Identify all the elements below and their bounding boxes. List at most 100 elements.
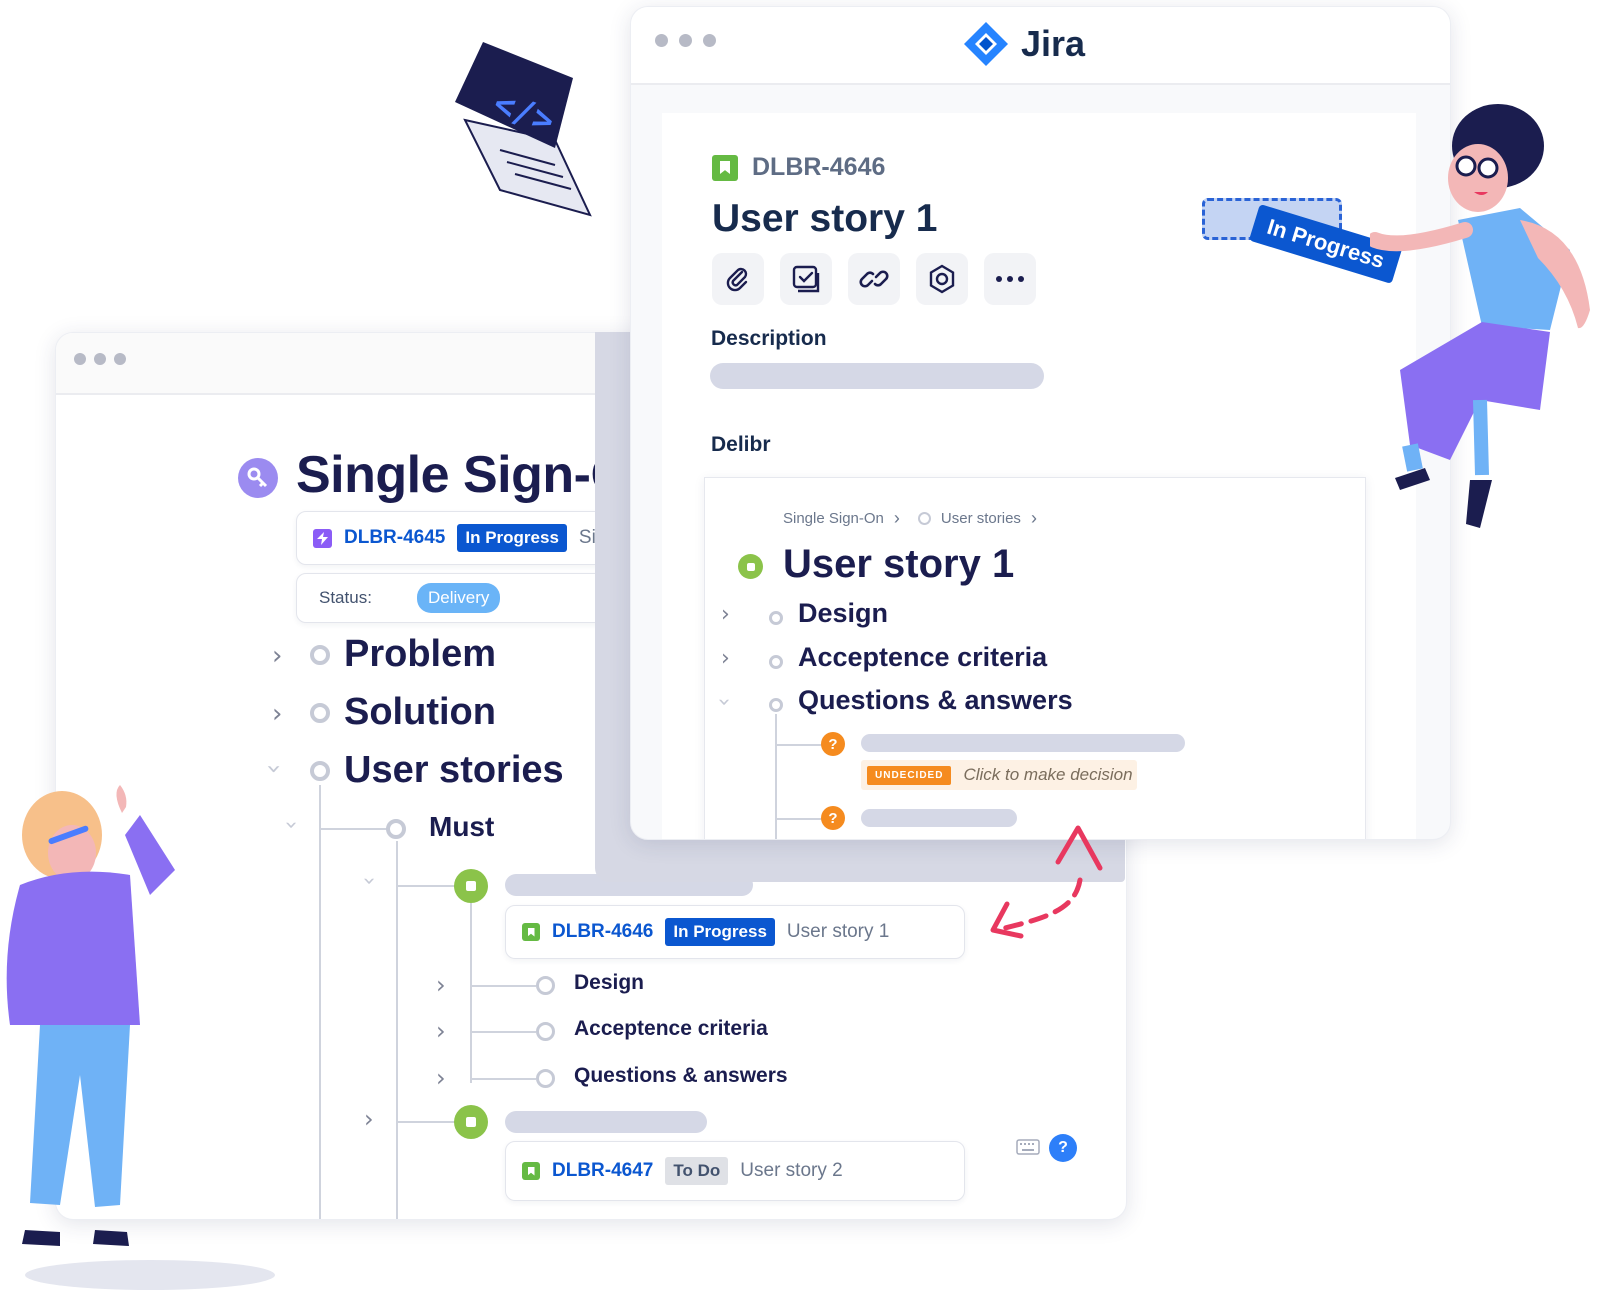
chevron-down-icon[interactable]: › bbox=[711, 697, 737, 707]
link-issue-button[interactable] bbox=[848, 253, 900, 305]
breadcrumb-item[interactable]: User stories bbox=[940, 510, 1021, 527]
child-node-icon bbox=[536, 1022, 555, 1041]
chevron-right-icon[interactable]: › bbox=[436, 1064, 446, 1092]
embed-item-acceptance[interactable]: Acceptence criteria bbox=[798, 642, 1048, 672]
child-node-icon bbox=[536, 976, 555, 995]
section-node-icon bbox=[310, 703, 330, 723]
tree-connector bbox=[396, 885, 458, 887]
chevron-down-icon[interactable]: › bbox=[278, 820, 304, 830]
chevron-right-icon[interactable]: › bbox=[272, 699, 283, 729]
child-acceptance-criteria[interactable]: Acceptence criteria bbox=[574, 1017, 768, 1040]
tree-connector bbox=[470, 1078, 536, 1080]
delibr-embed: Single Sign-On › User stories › User sto… bbox=[704, 477, 1366, 839]
chevron-right-icon[interactable]: › bbox=[272, 641, 283, 671]
story-card[interactable]: DLBR-4646 In Progress User story 1 bbox=[505, 905, 965, 959]
story-node-icon bbox=[454, 1105, 488, 1139]
more-button[interactable] bbox=[984, 253, 1036, 305]
tree-connector bbox=[775, 714, 777, 839]
chevron-right-icon[interactable]: › bbox=[721, 602, 730, 627]
story-key[interactable]: DLBR-4647 bbox=[552, 1160, 654, 1181]
delibr-heading: Delibr bbox=[711, 433, 771, 456]
story-summary: User story 2 bbox=[740, 1160, 843, 1181]
window-titlebar: Jira bbox=[631, 7, 1450, 85]
person-illustration-right bbox=[1370, 104, 1590, 528]
section-solution[interactable]: Solution bbox=[344, 691, 496, 733]
embed-item-questions[interactable]: Questions & answers bbox=[798, 685, 1073, 715]
tree-connector bbox=[470, 1031, 536, 1033]
settings-button[interactable] bbox=[916, 253, 968, 305]
decision-row[interactable]: UNDECIDED Click to make decision bbox=[861, 760, 1137, 790]
keyboard-icon[interactable] bbox=[1016, 1139, 1040, 1155]
chevron-right-icon: › bbox=[893, 508, 900, 528]
chevron-right-icon[interactable]: › bbox=[364, 1105, 374, 1133]
child-design[interactable]: Design bbox=[574, 971, 645, 994]
issue-key[interactable]: DLBR-4646 bbox=[752, 153, 886, 181]
laptop-illustration: </> bbox=[455, 42, 592, 217]
tree-connector bbox=[470, 985, 536, 987]
child-node-icon bbox=[536, 1069, 555, 1088]
status-value-badge[interactable]: Delivery bbox=[417, 583, 501, 613]
chevron-right-icon: › bbox=[1030, 508, 1037, 528]
description-field[interactable] bbox=[710, 363, 1044, 389]
window-dot bbox=[94, 353, 106, 365]
tree-connector bbox=[319, 828, 389, 830]
story-card[interactable]: DLBR-4647 To Do User story 2 bbox=[505, 1141, 965, 1201]
decision-prompt[interactable]: Click to make decision bbox=[963, 765, 1133, 784]
undecided-badge: UNDECIDED bbox=[867, 765, 952, 785]
epic-key[interactable]: DLBR-4645 bbox=[344, 527, 446, 548]
section-node-icon bbox=[310, 645, 330, 665]
breadcrumb: Single Sign-On › User stories › bbox=[783, 508, 1037, 529]
person-illustration-left bbox=[6, 785, 275, 1290]
item-node-icon bbox=[769, 611, 783, 625]
paperclip-icon bbox=[726, 267, 748, 292]
description-heading: Description bbox=[711, 327, 827, 350]
embed-item-design[interactable]: Design bbox=[798, 598, 889, 628]
story-node-icon bbox=[738, 554, 763, 579]
tree-connector bbox=[775, 818, 823, 820]
key-icon bbox=[238, 458, 278, 498]
attach-button[interactable] bbox=[712, 253, 764, 305]
chevron-down-icon[interactable]: › bbox=[356, 876, 382, 886]
chevron-right-icon[interactable]: › bbox=[721, 646, 730, 671]
tree-connector bbox=[396, 841, 398, 1219]
epic-status-badge: In Progress bbox=[457, 524, 567, 552]
story-bookmark-icon bbox=[522, 1162, 540, 1180]
breadcrumb-item[interactable]: Single Sign-On bbox=[783, 510, 884, 527]
link-icon bbox=[859, 270, 889, 288]
window-dot bbox=[114, 353, 126, 365]
help-icon[interactable]: ? bbox=[1049, 1134, 1077, 1162]
window-dot bbox=[655, 34, 668, 47]
story-bookmark-icon bbox=[712, 154, 738, 181]
priority-node-icon bbox=[386, 819, 406, 839]
story-node-icon bbox=[454, 869, 488, 903]
priority-must[interactable]: Must bbox=[429, 811, 495, 842]
section-node-icon bbox=[310, 761, 330, 781]
embed-title[interactable]: User story 1 bbox=[783, 542, 1015, 586]
jira-diamond-icon bbox=[964, 22, 1008, 66]
story-key[interactable]: DLBR-4646 bbox=[552, 921, 654, 942]
breadcrumb-node-icon bbox=[917, 512, 931, 525]
item-node-icon bbox=[769, 698, 783, 712]
chevron-right-icon[interactable]: › bbox=[436, 1017, 446, 1045]
section-problem[interactable]: Problem bbox=[344, 633, 497, 675]
child-questions-answers[interactable]: Questions & answers bbox=[574, 1064, 788, 1087]
placeholder-bar bbox=[505, 1111, 707, 1133]
status-label: Status: bbox=[319, 588, 372, 607]
more-icon bbox=[996, 276, 1024, 282]
connector-arrow bbox=[990, 825, 1103, 939]
chevron-down-icon[interactable]: › bbox=[259, 763, 290, 775]
jira-brand: Jira bbox=[1021, 23, 1086, 64]
story-status-badge: To Do bbox=[665, 1157, 729, 1185]
issue-title[interactable]: User story 1 bbox=[712, 197, 938, 240]
tree-connector bbox=[470, 903, 472, 1083]
story-bookmark-icon bbox=[522, 923, 540, 941]
epic-card[interactable]: DLBR-4645 In Progress Sing bbox=[296, 511, 636, 565]
section-user-stories[interactable]: User stories bbox=[344, 749, 564, 791]
epic-icon bbox=[313, 528, 332, 548]
window-dot bbox=[74, 353, 86, 365]
item-node-icon bbox=[769, 655, 783, 669]
placeholder-bar bbox=[861, 809, 1017, 827]
subtask-button[interactable] bbox=[780, 253, 832, 305]
jira-logo: Jira bbox=[963, 21, 1085, 67]
chevron-right-icon[interactable]: › bbox=[436, 971, 446, 999]
